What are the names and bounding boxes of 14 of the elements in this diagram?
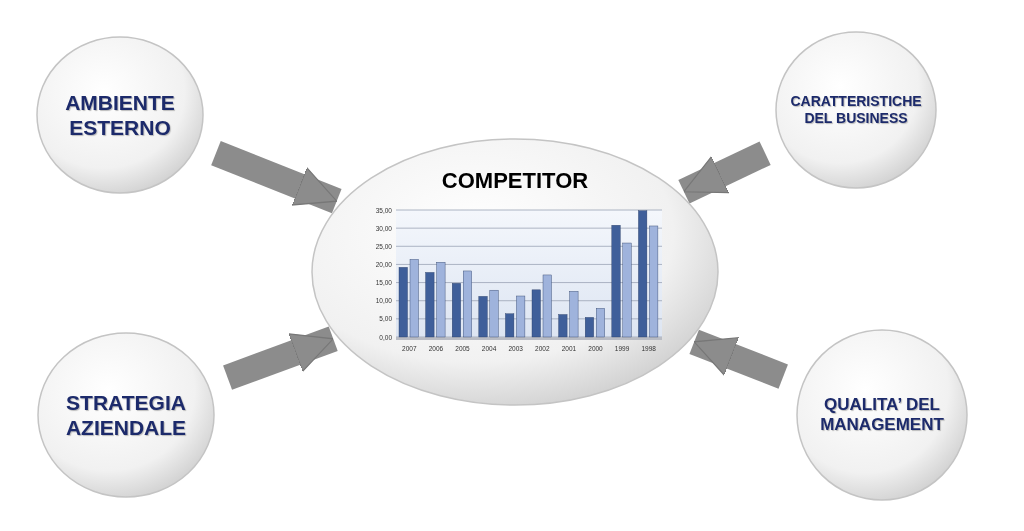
node-label: CARATTERISTICHE DEL BUSINESS	[789, 93, 923, 127]
block-arrow	[223, 326, 338, 390]
node-label: AMBIENTE ESTERNO	[64, 89, 176, 141]
node-label: STRATEGIA AZIENDALE	[64, 389, 188, 441]
block-arrow	[678, 141, 771, 204]
node-label: QUALITA’ DEL MANAGEMENT	[819, 394, 945, 436]
ellipse-node	[36, 36, 204, 194]
diagram-heading: COMPETITOR	[441, 168, 589, 194]
ellipse-node	[37, 332, 215, 498]
block-arrow	[211, 141, 342, 214]
central-ellipse	[311, 138, 719, 406]
ellipse-node	[775, 31, 937, 189]
block-arrow	[689, 329, 788, 389]
ellipse-node	[796, 329, 968, 501]
